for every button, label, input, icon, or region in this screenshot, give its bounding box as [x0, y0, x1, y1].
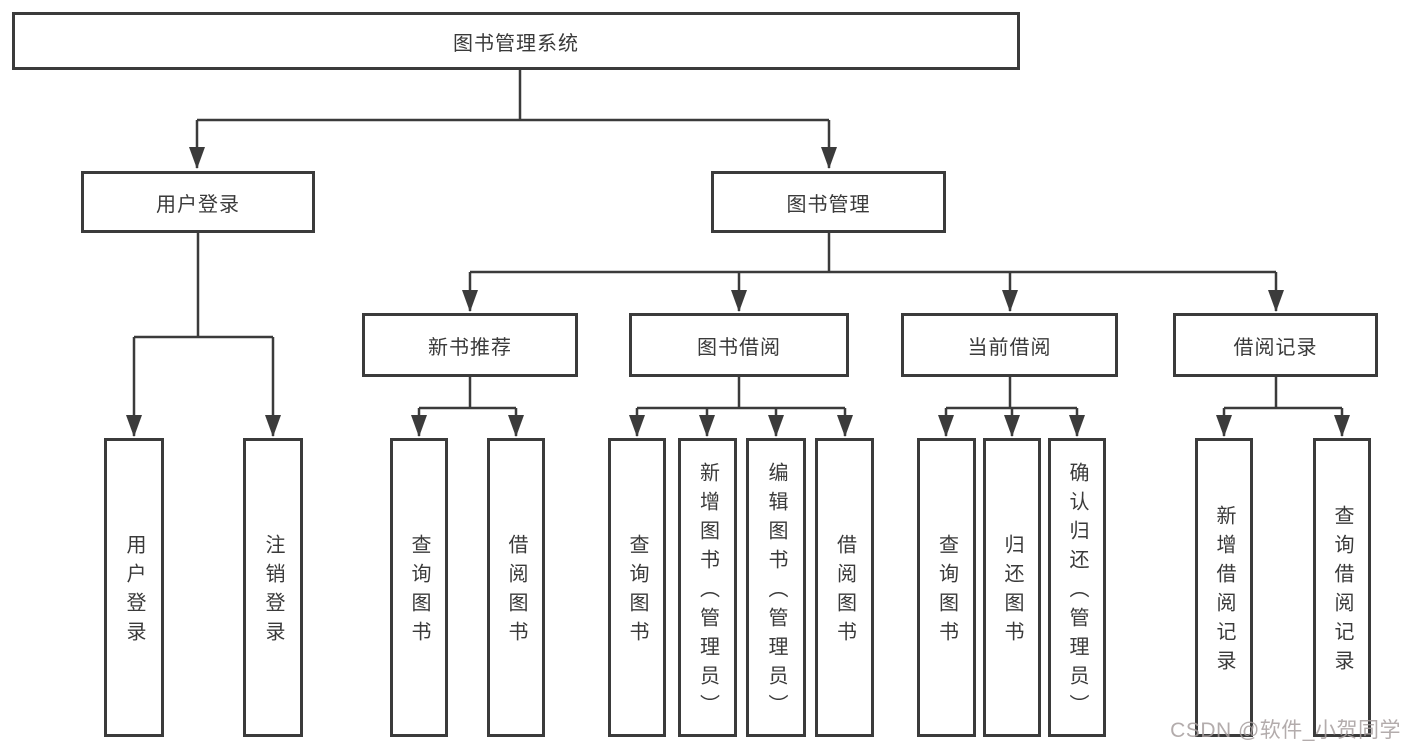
- leaf-nbr-query-books-label: 查询图书: [408, 534, 430, 650]
- leaf-bb-add-books-admin: 新增图书（管理员）: [678, 438, 737, 737]
- node-book-management: 图书管理: [711, 171, 946, 233]
- node-borrow-records-label: 借阅记录: [1233, 336, 1318, 359]
- leaf-br-add-record: 新增借阅记录: [1195, 438, 1253, 737]
- node-borrow-records: 借阅记录: [1173, 313, 1378, 377]
- leaf-nbr-borrow-books-label: 借阅图书: [505, 534, 527, 650]
- leaf-br-query-record: 查询借阅记录: [1313, 438, 1371, 737]
- node-new-book-recommend-label: 新书推荐: [428, 336, 512, 359]
- leaf-bb-edit-books-admin-label: 编辑图书（管理员）: [765, 461, 787, 723]
- leaf-logout-label: 注销登录: [262, 534, 284, 650]
- leaf-bb-query-books: 查询图书: [608, 438, 666, 737]
- leaf-user-login: 用户登录: [104, 438, 164, 737]
- leaf-cb-query-books-label: 查询图书: [935, 534, 958, 650]
- node-current-borrow-label: 当前借阅: [967, 336, 1052, 359]
- leaf-nbr-query-books: 查询图书: [390, 438, 448, 737]
- leaf-bb-borrow-books-label: 借阅图书: [833, 534, 856, 650]
- watermark-text: CSDN @软件_小贺同学: [1170, 719, 1401, 742]
- leaf-br-query-record-label: 查询借阅记录: [1331, 505, 1353, 679]
- node-user-login-branch-label: 用户登录: [156, 193, 240, 216]
- node-book-management-label: 图书管理: [786, 193, 871, 216]
- leaf-user-login-label: 用户登录: [123, 534, 145, 650]
- leaf-cb-query-books: 查询图书: [917, 438, 976, 737]
- leaf-bb-borrow-books: 借阅图书: [815, 438, 874, 737]
- node-book-borrow: 图书借阅: [629, 313, 849, 377]
- leaf-cb-confirm-return-admin-label: 确认归还（管理员）: [1066, 461, 1088, 723]
- leaf-bb-query-books-label: 查询图书: [626, 534, 648, 650]
- leaf-bb-add-books-admin-label: 新增图书（管理员）: [696, 461, 719, 723]
- leaf-logout: 注销登录: [243, 438, 303, 737]
- leaf-bb-edit-books-admin: 编辑图书（管理员）: [746, 438, 806, 737]
- node-new-book-recommend: 新书推荐: [362, 313, 578, 377]
- node-current-borrow: 当前借阅: [901, 313, 1118, 377]
- node-library-system-label: 图书管理系统: [453, 32, 579, 55]
- leaf-nbr-borrow-books: 借阅图书: [487, 438, 545, 737]
- leaf-cb-return-books: 归还图书: [983, 438, 1041, 737]
- leaf-cb-return-books-label: 归还图书: [1001, 534, 1023, 650]
- node-book-borrow-label: 图书借阅: [697, 336, 781, 359]
- leaf-cb-confirm-return-admin: 确认归还（管理员）: [1048, 438, 1106, 737]
- node-library-system: 图书管理系统: [12, 12, 1020, 70]
- node-user-login-branch: 用户登录: [81, 171, 315, 233]
- leaf-br-add-record-label: 新增借阅记录: [1213, 505, 1235, 679]
